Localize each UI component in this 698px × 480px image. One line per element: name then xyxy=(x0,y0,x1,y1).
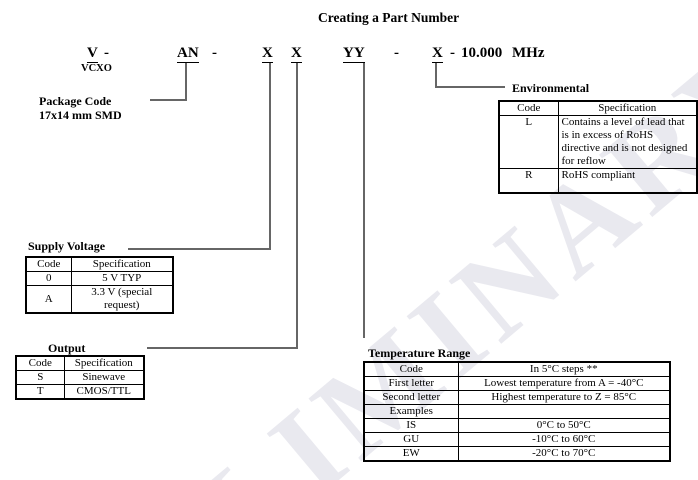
supply-voltage-heading: Supply Voltage xyxy=(28,239,106,253)
package-code-line2: 17x14 mm SMD xyxy=(39,108,122,122)
page-title: Creating a Part Number xyxy=(318,10,460,25)
table-cell: 0 xyxy=(25,271,72,286)
part-segment-v: V xyxy=(87,45,98,63)
table-header-cell: Specification xyxy=(70,256,174,272)
part-segment-x2: X xyxy=(291,45,302,63)
table-cell: Second letter xyxy=(363,390,459,405)
output-heading: Output xyxy=(48,341,86,355)
table-cell: EW xyxy=(363,446,459,462)
table-cell: Examples xyxy=(363,404,459,419)
table-cell: Lowest temperature from A = -40°C xyxy=(457,376,671,391)
table-cell: T xyxy=(15,384,65,400)
part-dash-3: - xyxy=(394,45,399,61)
part-unit-mhz: MHz xyxy=(512,45,545,61)
part-segment-yy: YY xyxy=(343,45,365,63)
part-dash-1: - xyxy=(104,45,109,61)
table-cell: In 5°C steps ** xyxy=(457,361,671,377)
connector-x3-horizontal xyxy=(435,86,505,88)
table-header-cell: Code xyxy=(25,256,72,272)
table-cell: S xyxy=(15,370,65,385)
table-cell: L xyxy=(498,115,559,169)
table-row: EW-20°C to 70°C xyxy=(363,446,671,462)
part-dash-2: - xyxy=(212,45,217,61)
table-header-cell: Code xyxy=(15,355,65,371)
table-cell: -20°C to 70°C xyxy=(457,446,671,462)
table-cell: First letter xyxy=(363,376,459,391)
table-cell: -10°C to 60°C xyxy=(457,432,671,447)
table-cell: Contains a level of lead that is in exce… xyxy=(557,115,698,169)
vcxo-label: VCXO xyxy=(81,63,112,74)
table-cell xyxy=(457,404,671,419)
connector-yy-vertical xyxy=(363,63,365,338)
connector-x1-vertical xyxy=(269,63,271,249)
connector-an-vertical xyxy=(185,63,187,100)
table-row: GU-10°C to 60°C xyxy=(363,432,671,447)
connector-an-horizontal xyxy=(150,99,187,101)
part-segment-an: AN xyxy=(177,45,199,63)
table-cell: RoHS compliant xyxy=(557,168,698,194)
package-code-label: Package Code 17x14 mm SMD xyxy=(39,94,122,122)
table-cell: IS xyxy=(363,418,459,433)
table-cell: R xyxy=(498,168,559,194)
table-cell: A xyxy=(25,285,72,314)
package-code-line1: Package Code xyxy=(39,94,112,108)
part-dash-4: - xyxy=(450,45,455,61)
temperature-range-heading: Temperature Range xyxy=(368,346,471,360)
table-header-cell: Specification xyxy=(63,355,145,371)
table-cell: Sinewave xyxy=(63,370,145,385)
table-cell: CMOS/TTL xyxy=(63,384,145,400)
table-cell: 0°C to 50°C xyxy=(457,418,671,433)
table-row: Examples xyxy=(363,404,671,419)
connector-x2-vertical xyxy=(296,63,298,348)
table-cell: 5 V TYP xyxy=(70,271,174,286)
connector-x2-horizontal xyxy=(147,347,298,349)
table-cell: GU xyxy=(363,432,459,447)
table-header-cell: Code xyxy=(498,100,559,116)
connector-x1-horizontal xyxy=(128,248,271,250)
part-segment-x3: X xyxy=(432,45,443,63)
part-frequency: 10.000 xyxy=(461,45,503,61)
table-header-cell: Specification xyxy=(557,100,698,116)
part-segment-x1: X xyxy=(262,45,273,63)
connector-x3-vertical xyxy=(435,63,437,88)
table-cell: Code xyxy=(363,361,459,377)
table-cell: Highest temperature to Z = 85°C xyxy=(457,390,671,405)
environmental-heading: Environmental xyxy=(512,81,590,95)
table-cell: 3.3 V (special request) xyxy=(70,285,174,314)
